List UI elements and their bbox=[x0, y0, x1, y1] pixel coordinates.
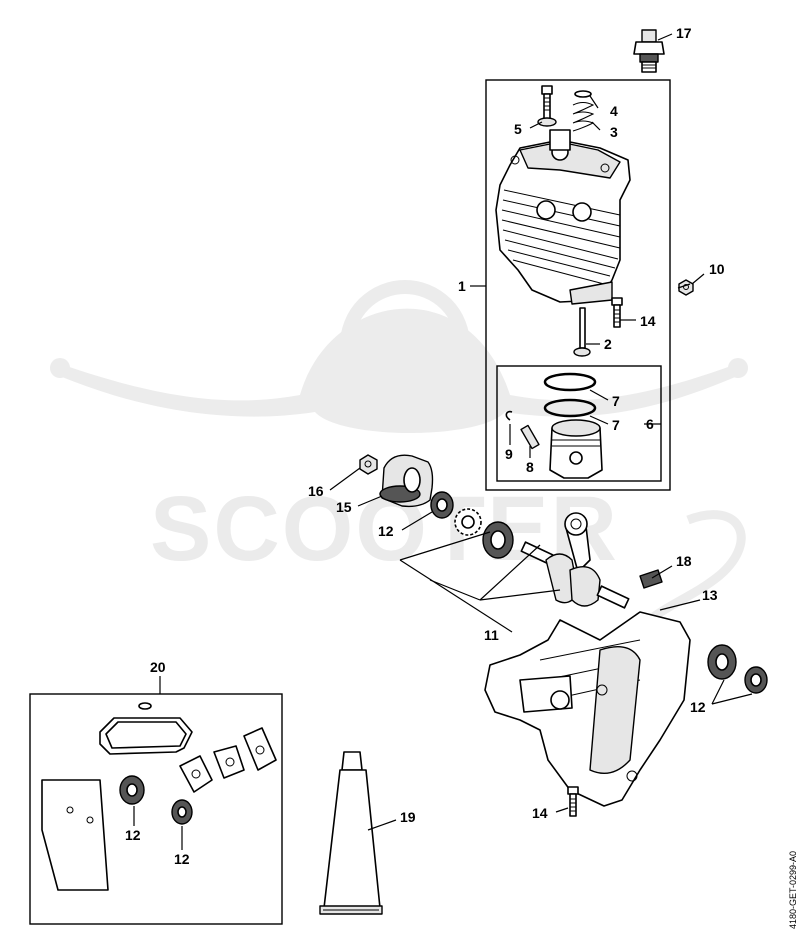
piston-pin bbox=[520, 424, 540, 450]
piston-ring-lower bbox=[543, 398, 597, 418]
callout-10: 10 bbox=[709, 261, 725, 277]
callout-2: 2 bbox=[604, 336, 612, 352]
piston-ring-upper bbox=[543, 372, 597, 392]
document-code: 4180-GET-0299-A0 bbox=[788, 850, 798, 929]
callout-8: 8 bbox=[526, 459, 534, 475]
callout-19: 19 bbox=[400, 809, 416, 825]
callout-14a: 14 bbox=[640, 313, 656, 329]
callout-11: 11 bbox=[484, 627, 499, 643]
callout-9: 9 bbox=[505, 446, 513, 462]
spark-plug bbox=[633, 29, 665, 73]
callout-14b: 14 bbox=[532, 805, 548, 821]
callout-1: 1 bbox=[458, 278, 466, 294]
callout-4: 4 bbox=[610, 103, 618, 119]
callout-6: 6 bbox=[646, 416, 654, 432]
bearing-12-left bbox=[482, 521, 514, 559]
gasket-kit-frame bbox=[29, 693, 283, 925]
callout-12b: 12 bbox=[690, 699, 706, 715]
cylinder-group-frame bbox=[485, 79, 671, 491]
gear bbox=[454, 508, 482, 536]
clip-18 bbox=[639, 569, 663, 589]
screw-5 bbox=[537, 85, 557, 127]
callout-18: 18 bbox=[676, 553, 692, 569]
callout-15: 15 bbox=[336, 499, 352, 515]
callout-16: 16 bbox=[308, 483, 324, 499]
crankcase bbox=[484, 611, 691, 807]
valve-2 bbox=[573, 307, 591, 357]
nut-16 bbox=[359, 454, 378, 475]
gasket-set bbox=[41, 702, 277, 891]
bearing-12-right bbox=[707, 644, 737, 680]
callout-5: 5 bbox=[514, 121, 522, 137]
cylinder bbox=[495, 129, 631, 305]
callout-7a: 7 bbox=[612, 393, 620, 409]
circlip bbox=[505, 410, 513, 421]
flywheel-15 bbox=[379, 454, 434, 508]
piston bbox=[549, 419, 603, 479]
watermark: SCOOTER bbox=[50, 280, 748, 643]
callout-12d: 12 bbox=[174, 851, 190, 867]
screw-14-upper bbox=[611, 297, 623, 328]
callout-17: 17 bbox=[676, 25, 692, 41]
seal-12-right bbox=[744, 666, 768, 694]
callout-12c: 12 bbox=[125, 827, 141, 843]
bearing-12-left-small bbox=[430, 491, 454, 519]
callout-7b: 7 bbox=[612, 417, 620, 433]
spring-3 bbox=[572, 90, 595, 132]
callouts: 17 4 3 5 1 10 14 2 7 7 6 9 8 16 15 12 18… bbox=[125, 25, 725, 867]
callout-3: 3 bbox=[610, 124, 618, 140]
callout-13: 13 bbox=[702, 587, 718, 603]
sealant-tube bbox=[319, 751, 383, 915]
leader-lines bbox=[133, 33, 753, 850]
screw-14-lower bbox=[567, 786, 579, 817]
callout-20: 20 bbox=[150, 659, 166, 675]
callout-12a: 12 bbox=[378, 523, 394, 539]
